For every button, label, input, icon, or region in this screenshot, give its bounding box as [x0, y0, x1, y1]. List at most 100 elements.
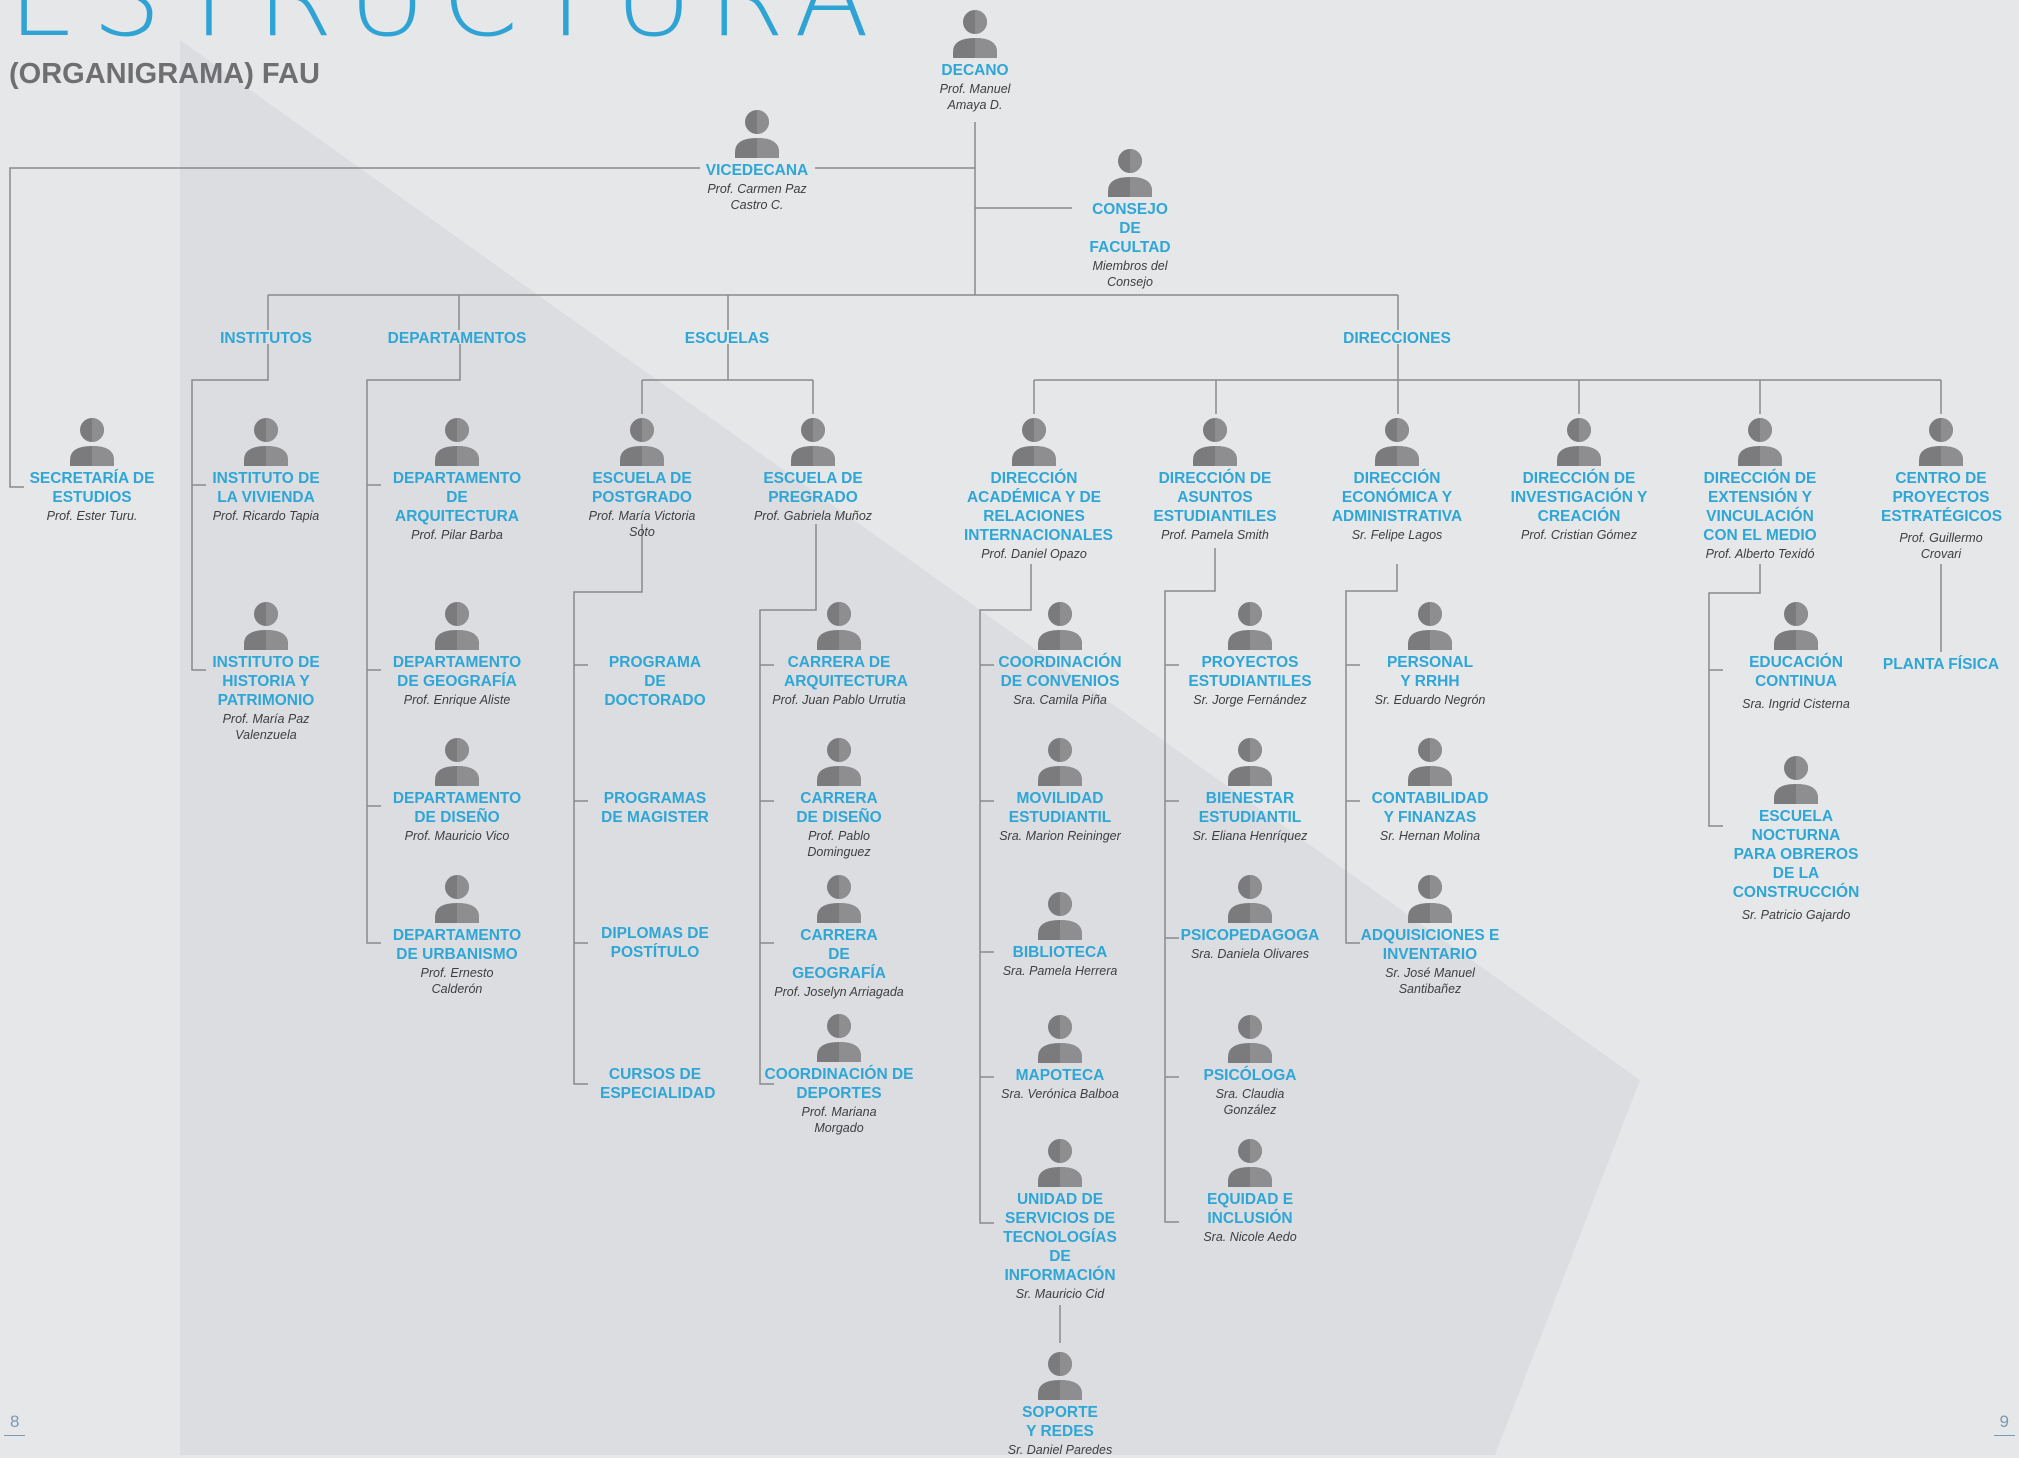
node-label: COORDINACIÓN DE CONVENIOS: [998, 654, 1122, 690]
node-person: Sra. Pamela Herrera: [1002, 964, 1118, 978]
person-icon: [817, 1014, 861, 1062]
node-label: PLANTA FÍSICA: [1882, 656, 2000, 673]
person-icon: [1774, 756, 1818, 804]
page-title: ESTRUCTURA: [8, 0, 883, 52]
node-label: DEPARTAMENTO DE GEOGRAFÍA: [392, 654, 522, 690]
node-label: UNIDAD DE SERVICIOS DE TECNOLOGÍAS DE IN…: [1003, 1191, 1117, 1284]
node-label: CONTABILIDAD Y FINANZAS: [1371, 790, 1489, 826]
background-triangle: [180, 40, 1640, 1455]
node-label: DIRECCIÓN ECONÓMICA Y ADMINISTRATIVA: [1331, 470, 1463, 525]
node-psicologa: PSICÓLOGA Sra. Claudia González: [1155, 1013, 1345, 1118]
person-icon: [1557, 418, 1601, 466]
person-icon: [1038, 1139, 1082, 1187]
node-person: Sra. Daniela Olivares: [1190, 947, 1310, 961]
node-person: Prof. Ester Turu.: [46, 509, 138, 523]
node-person: Prof. Enrique Aliste: [403, 693, 511, 707]
person-icon: [1108, 149, 1152, 197]
person-icon: [817, 602, 861, 650]
node-person: Prof. María Paz Valenzuela: [222, 712, 310, 742]
person-icon: [1038, 602, 1082, 650]
node-person: Sr. Patricio Gajardo: [1741, 908, 1851, 922]
person-icon: [435, 875, 479, 923]
node-label: CARRERA DE ARQUITECTURA: [784, 654, 908, 690]
node-decano: DECANO Prof. Manuel Amaya D.: [880, 8, 1070, 113]
person-icon: [817, 738, 861, 786]
person-icon: [1228, 738, 1272, 786]
node-person: Prof. Daniel Opazo: [981, 547, 1087, 561]
node-person: Prof. Guillermo Crovari: [1899, 531, 1983, 561]
person-icon: [620, 418, 664, 466]
person-icon: [1038, 892, 1082, 940]
person-icon: [953, 10, 997, 58]
node-diplomas-de-postitulo: DIPLOMAS DE POSTÍTULO: [560, 924, 750, 962]
person-icon: [791, 418, 835, 466]
node-label: PSICÓLOGA: [1203, 1067, 1297, 1084]
person-icon: [1228, 1015, 1272, 1063]
node-label: DEPARTAMENTO DE URBANISMO: [392, 927, 522, 963]
node-label: CARRERA DE GEOGRAFÍA: [792, 927, 886, 982]
connector-lines: [9, 122, 1942, 1343]
node-person: Prof. María Victoria Soto: [588, 509, 696, 539]
node-label: DIRECCIÓN ACADÉMICA Y DE RELACIONES INTE…: [964, 470, 1113, 544]
person-icon: [1228, 875, 1272, 923]
node-person: Sr. Hernan Molina: [1379, 829, 1481, 843]
node-label: ESCUELA NOCTURNA PARA OBREROS DE LA CONS…: [1732, 808, 1860, 901]
person-icon: [1408, 738, 1452, 786]
node-person: Sr. Mauricio Cid: [1015, 1287, 1105, 1301]
person-icon: [1919, 418, 1963, 466]
node-planta-fisica: PLANTA FÍSICA: [1846, 655, 2019, 674]
node-label: PROYECTOS ESTUDIANTILES: [1188, 654, 1312, 690]
node-contabilidad-y-finanzas: CONTABILIDAD Y FINANZAS Sr. Hernan Molina: [1335, 736, 1525, 844]
node-person: Prof. Ricardo Tapia: [212, 509, 320, 523]
node-direccion-de-investigacion-y-creacion: DIRECCIÓN DE INVESTIGACIÓN Y CREACIÓN Pro…: [1484, 416, 1674, 543]
person-icon: [1038, 1015, 1082, 1063]
node-label: DECANO: [941, 62, 1009, 79]
node-person: Sra. Verónica Balboa: [1001, 1087, 1119, 1101]
person-icon: [1228, 602, 1272, 650]
node-label: INSTITUTO DE LA VIVIENDA: [212, 470, 320, 506]
person-icon: [1375, 418, 1419, 466]
node-label: DIRECCIÓN DE INVESTIGACIÓN Y CREACIÓN: [1510, 470, 1648, 525]
person-icon: [244, 602, 288, 650]
person-icon: [435, 418, 479, 466]
node-label: CENTRO DE PROYECTOS ESTRATÉGICOS: [1881, 470, 2003, 525]
node-person: Miembros del Consejo: [1092, 259, 1168, 289]
node-person: Prof. Manuel Amaya D.: [939, 82, 1011, 112]
node-label: SOPORTE Y REDES: [1022, 1404, 1098, 1440]
node-label: COORDINACIÓN DE DEPORTES: [764, 1066, 914, 1102]
person-icon: [1738, 418, 1782, 466]
node-label: MOVILIDAD ESTUDIANTIL: [1008, 790, 1112, 826]
person-icon: [1408, 602, 1452, 650]
person-icon: [1038, 738, 1082, 786]
node-person: Prof. Pilar Barba: [411, 528, 503, 542]
node-label: ESCUELA DE PREGRADO: [763, 470, 863, 506]
group-label-direcciones: DIRECCIONES: [1343, 330, 1451, 347]
node-person: Sra. Claudia González: [1215, 1087, 1285, 1117]
node-person: Prof. Mauricio Vico: [404, 829, 510, 843]
node-direccion-academica: DIRECCIÓN ACADÉMICA Y DE RELACIONES INTE…: [939, 416, 1129, 562]
node-person: Prof. Cristian Gómez: [1520, 528, 1637, 542]
node-person: Sra. Camila Piña: [1013, 693, 1107, 707]
person-icon: [435, 738, 479, 786]
person-icon: [735, 110, 779, 158]
node-person: Prof. Alberto Texidó: [1705, 547, 1815, 561]
node-label: DIPLOMAS DE POSTÍTULO: [601, 925, 709, 961]
